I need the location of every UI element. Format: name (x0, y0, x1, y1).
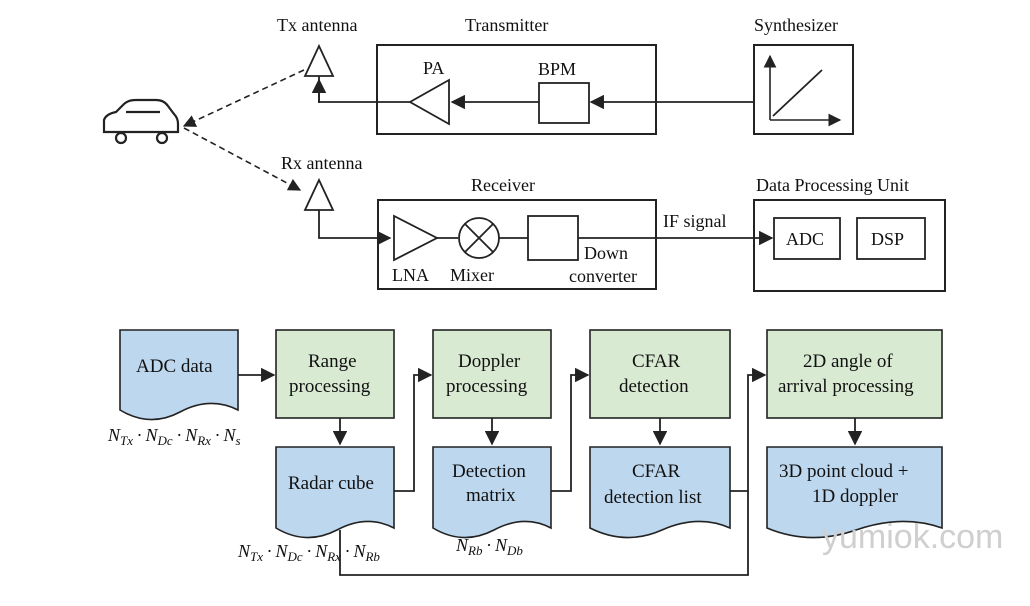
synthesizer-box (753, 44, 854, 135)
lna-amplifier-icon (393, 214, 439, 262)
rx-antenna-label: Rx antenna (281, 153, 362, 173)
down-label: Down (584, 243, 628, 263)
adc-dimension-formula: NTx·NDc·NRx·Ns (107, 425, 241, 448)
rx-antenna-icon (303, 177, 335, 211)
rx-signal-line (183, 127, 302, 191)
tx-signal-line (182, 69, 305, 127)
doppler-processing-node (432, 329, 552, 419)
radar-cube-node (275, 446, 395, 539)
detection-label-2: matrix (466, 485, 516, 506)
transmitter-label: Transmitter (465, 15, 548, 35)
chirp-ramp-icon (763, 54, 842, 127)
cube-to-angle-line (339, 491, 749, 576)
tx-antenna-label: Tx antenna (277, 15, 357, 35)
watermark-text: yumiok.com (822, 518, 1003, 556)
cube-dimension-formula: NTx·NDc·NRx·NRb (237, 541, 380, 564)
angle-label-2: arrival processing (778, 376, 914, 397)
cfar-detection-node (589, 329, 731, 419)
point-cloud-node (766, 446, 943, 539)
cfar-list-label-1: CFAR (632, 461, 681, 482)
point-cloud-label-1: 3D point cloud + (779, 461, 908, 482)
detection-dimension-formula: NRb·NDb (455, 535, 523, 558)
pa-label: PA (423, 58, 444, 78)
range-label-1: Range (308, 351, 357, 372)
tx-antenna-icon (303, 43, 335, 77)
transmitter-box (376, 44, 657, 135)
angle-label-1: 2D angle of (803, 351, 893, 372)
cfar-list-node (589, 446, 731, 539)
lna-label: LNA (392, 265, 429, 285)
dpu-label: Data Processing Unit (756, 175, 909, 195)
bpm-block (538, 82, 590, 124)
receiver-box (377, 199, 657, 290)
angle-processing-node (766, 329, 943, 419)
mixer-icon (458, 217, 500, 259)
cfar-label-1: CFAR (632, 351, 681, 372)
point-cloud-label-2: 1D doppler (812, 486, 899, 507)
dpu-box (753, 199, 946, 292)
cfar-label-2: detection (619, 376, 689, 397)
detection-matrix-node (432, 446, 552, 539)
bpm-label: BPM (538, 59, 576, 79)
doppler-label-2: processing (446, 376, 528, 397)
pa-amplifier-icon (408, 78, 450, 126)
receiver-label: Receiver (471, 175, 535, 195)
range-processing-node (275, 329, 395, 419)
adc-block (773, 217, 841, 260)
mixer-label: Mixer (450, 265, 494, 285)
adc-label: ADC (786, 229, 824, 249)
dsp-block (856, 217, 926, 260)
down-converter-block (527, 215, 579, 261)
if-signal-label: IF signal (663, 211, 727, 231)
converter-label: converter (569, 266, 637, 286)
range-label-2: processing (289, 376, 371, 397)
dsp-label: DSP (871, 229, 904, 249)
synthesizer-label: Synthesizer (754, 15, 838, 35)
adc-data-label: ADC data (136, 356, 213, 377)
car-icon (102, 98, 180, 145)
detection-label-1: Detection (452, 461, 526, 482)
doppler-label-1: Doppler (458, 351, 521, 372)
cfar-list-label-2: detection list (604, 487, 702, 508)
radar-cube-label: Radar cube (288, 473, 374, 494)
adc-data-node (119, 329, 239, 421)
